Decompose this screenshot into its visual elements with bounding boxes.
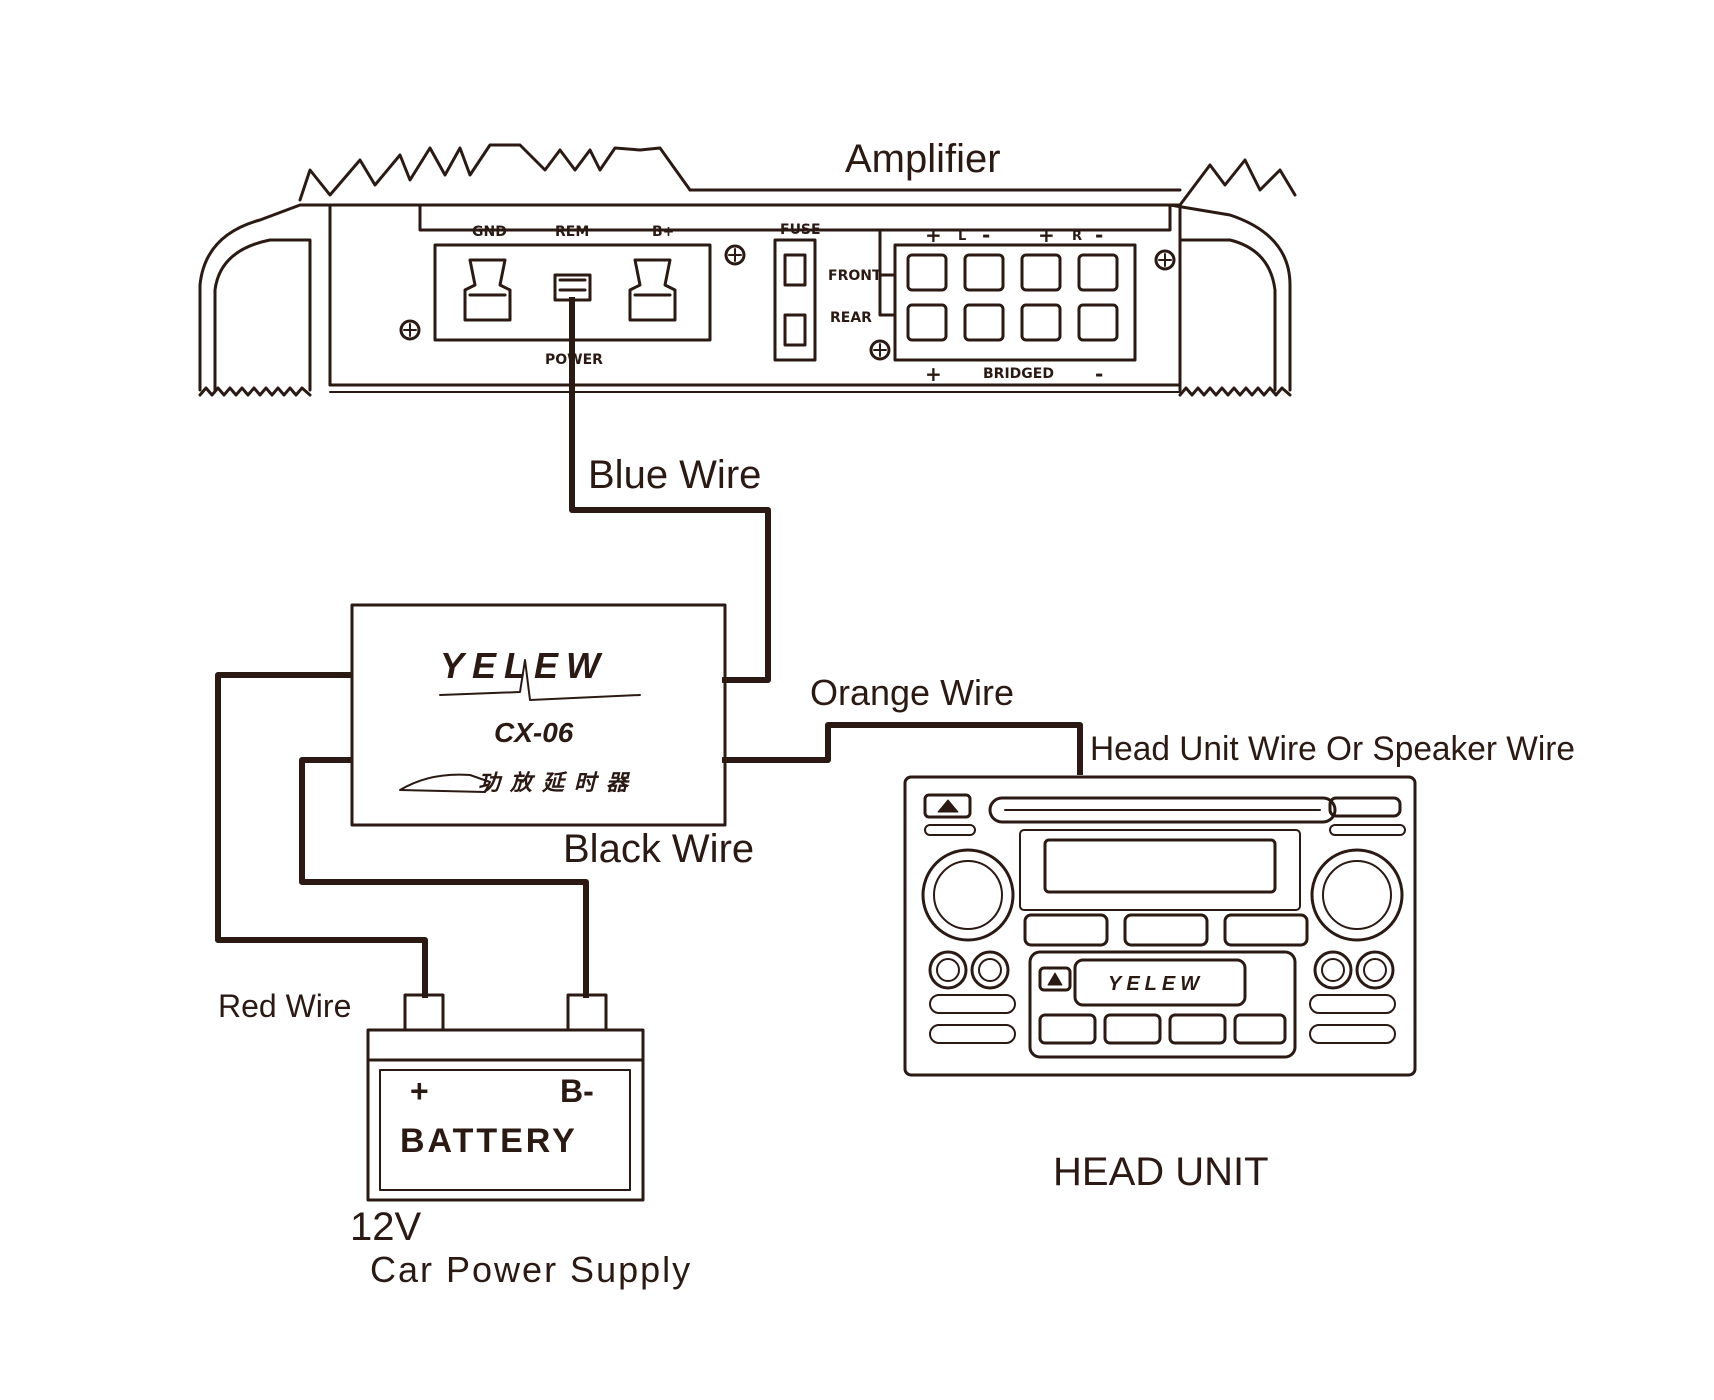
rear-label: REAR	[830, 310, 872, 326]
cassette-door	[1073, 958, 1247, 1007]
preset-button[interactable]	[1123, 913, 1209, 947]
blue-wire-label: Blue Wire	[588, 453, 761, 497]
battery-body	[366, 1058, 645, 1202]
battery-minus-label: B-	[560, 1073, 594, 1109]
battery-top	[366, 1028, 645, 1062]
rem-label: REM	[555, 224, 589, 240]
speaker-terminals-row1[interactable]	[906, 253, 1119, 292]
amplifier-body	[198, 203, 1292, 392]
bplus-label: B+	[652, 224, 674, 240]
battery	[366, 993, 645, 1202]
display	[1043, 838, 1277, 894]
tuning-knob-right[interactable]	[1310, 848, 1404, 942]
brand-logo-underline	[439, 659, 641, 701]
head-unit-label: HEAD UNIT	[1053, 1150, 1269, 1194]
gnd-terminal[interactable]	[463, 258, 512, 322]
orange-wire-label: Orange Wire	[810, 672, 1014, 713]
delay-module	[350, 603, 727, 827]
voltage-label: 12V	[350, 1205, 421, 1249]
round-button[interactable]	[1355, 950, 1395, 990]
front-label: FRONT	[828, 268, 882, 284]
chinese-label: 功放延时器	[478, 770, 638, 795]
cassette-eject-button[interactable]	[1038, 966, 1072, 992]
bplus-terminal[interactable]	[628, 258, 677, 322]
fuse-holder	[773, 238, 817, 362]
fuse-label: FUSE	[780, 222, 821, 238]
power-label: POWER	[545, 352, 603, 368]
bridged-plus-label: +	[925, 362, 942, 386]
left-channel-label: L	[958, 229, 966, 244]
head-unit	[903, 775, 1417, 1077]
battery-minus-post	[566, 993, 608, 1032]
battery-plus-label: +	[410, 1073, 429, 1109]
speaker-terminals-row2[interactable]	[906, 303, 1119, 342]
power-supply-caption: Car Power Supply	[370, 1249, 692, 1290]
black-wire[interactable]	[299, 757, 589, 998]
right-plus-label: +	[1038, 223, 1055, 247]
speaker-terminal-block	[893, 243, 1137, 362]
volume-knob-left[interactable]	[921, 848, 1015, 942]
head-unit-body	[903, 775, 1417, 1077]
blue-wire[interactable]	[569, 297, 771, 683]
round-button[interactable]	[928, 950, 968, 990]
amplifier	[198, 143, 1297, 397]
preset-button[interactable]	[1023, 913, 1109, 947]
amplifier-title: Amplifier	[845, 137, 1001, 181]
cassette-button[interactable]	[1038, 1013, 1097, 1045]
battery-plus-post	[403, 993, 445, 1032]
rem-terminal[interactable]	[553, 273, 592, 302]
heatsink-fins-left	[298, 143, 692, 202]
cassette-button[interactable]	[1103, 1013, 1162, 1045]
left-minus-label: -	[982, 223, 990, 247]
screw-icon	[399, 244, 1176, 361]
bridged-label: BRIDGED	[983, 366, 1054, 382]
black-wire-label: Black Wire	[563, 827, 754, 871]
cassette-button[interactable]	[1233, 1013, 1287, 1045]
round-button[interactable]	[970, 950, 1010, 990]
left-plus-label: +	[925, 223, 942, 247]
car-icon	[399, 773, 491, 793]
delay-module-box	[350, 603, 727, 827]
cassette-button[interactable]	[1168, 1013, 1227, 1045]
right-minus-label: -	[1095, 223, 1103, 247]
cassette-panel	[1028, 950, 1297, 1059]
model-label: CX-06	[494, 717, 574, 748]
head-unit-brand: YELEW	[1108, 973, 1204, 995]
heatsink-fins-right	[1178, 158, 1297, 207]
red-wire[interactable]	[215, 672, 428, 998]
head-unit-wire-label: Head Unit Wire Or Speaker Wire	[1090, 730, 1575, 768]
bridged-minus-label: -	[1095, 362, 1103, 386]
orange-wire[interactable]	[722, 722, 1083, 775]
right-channel-label: R	[1072, 229, 1082, 244]
brand-logo: YELEW	[440, 645, 608, 686]
cd-slot[interactable]	[988, 796, 1337, 824]
preset-button[interactable]	[1223, 913, 1309, 947]
round-button[interactable]	[1313, 950, 1353, 990]
battery-label: BATTERY	[400, 1122, 578, 1160]
red-wire-label: Red Wire	[218, 988, 351, 1024]
gnd-label: GND	[472, 224, 507, 240]
eject-button[interactable]	[923, 793, 972, 819]
